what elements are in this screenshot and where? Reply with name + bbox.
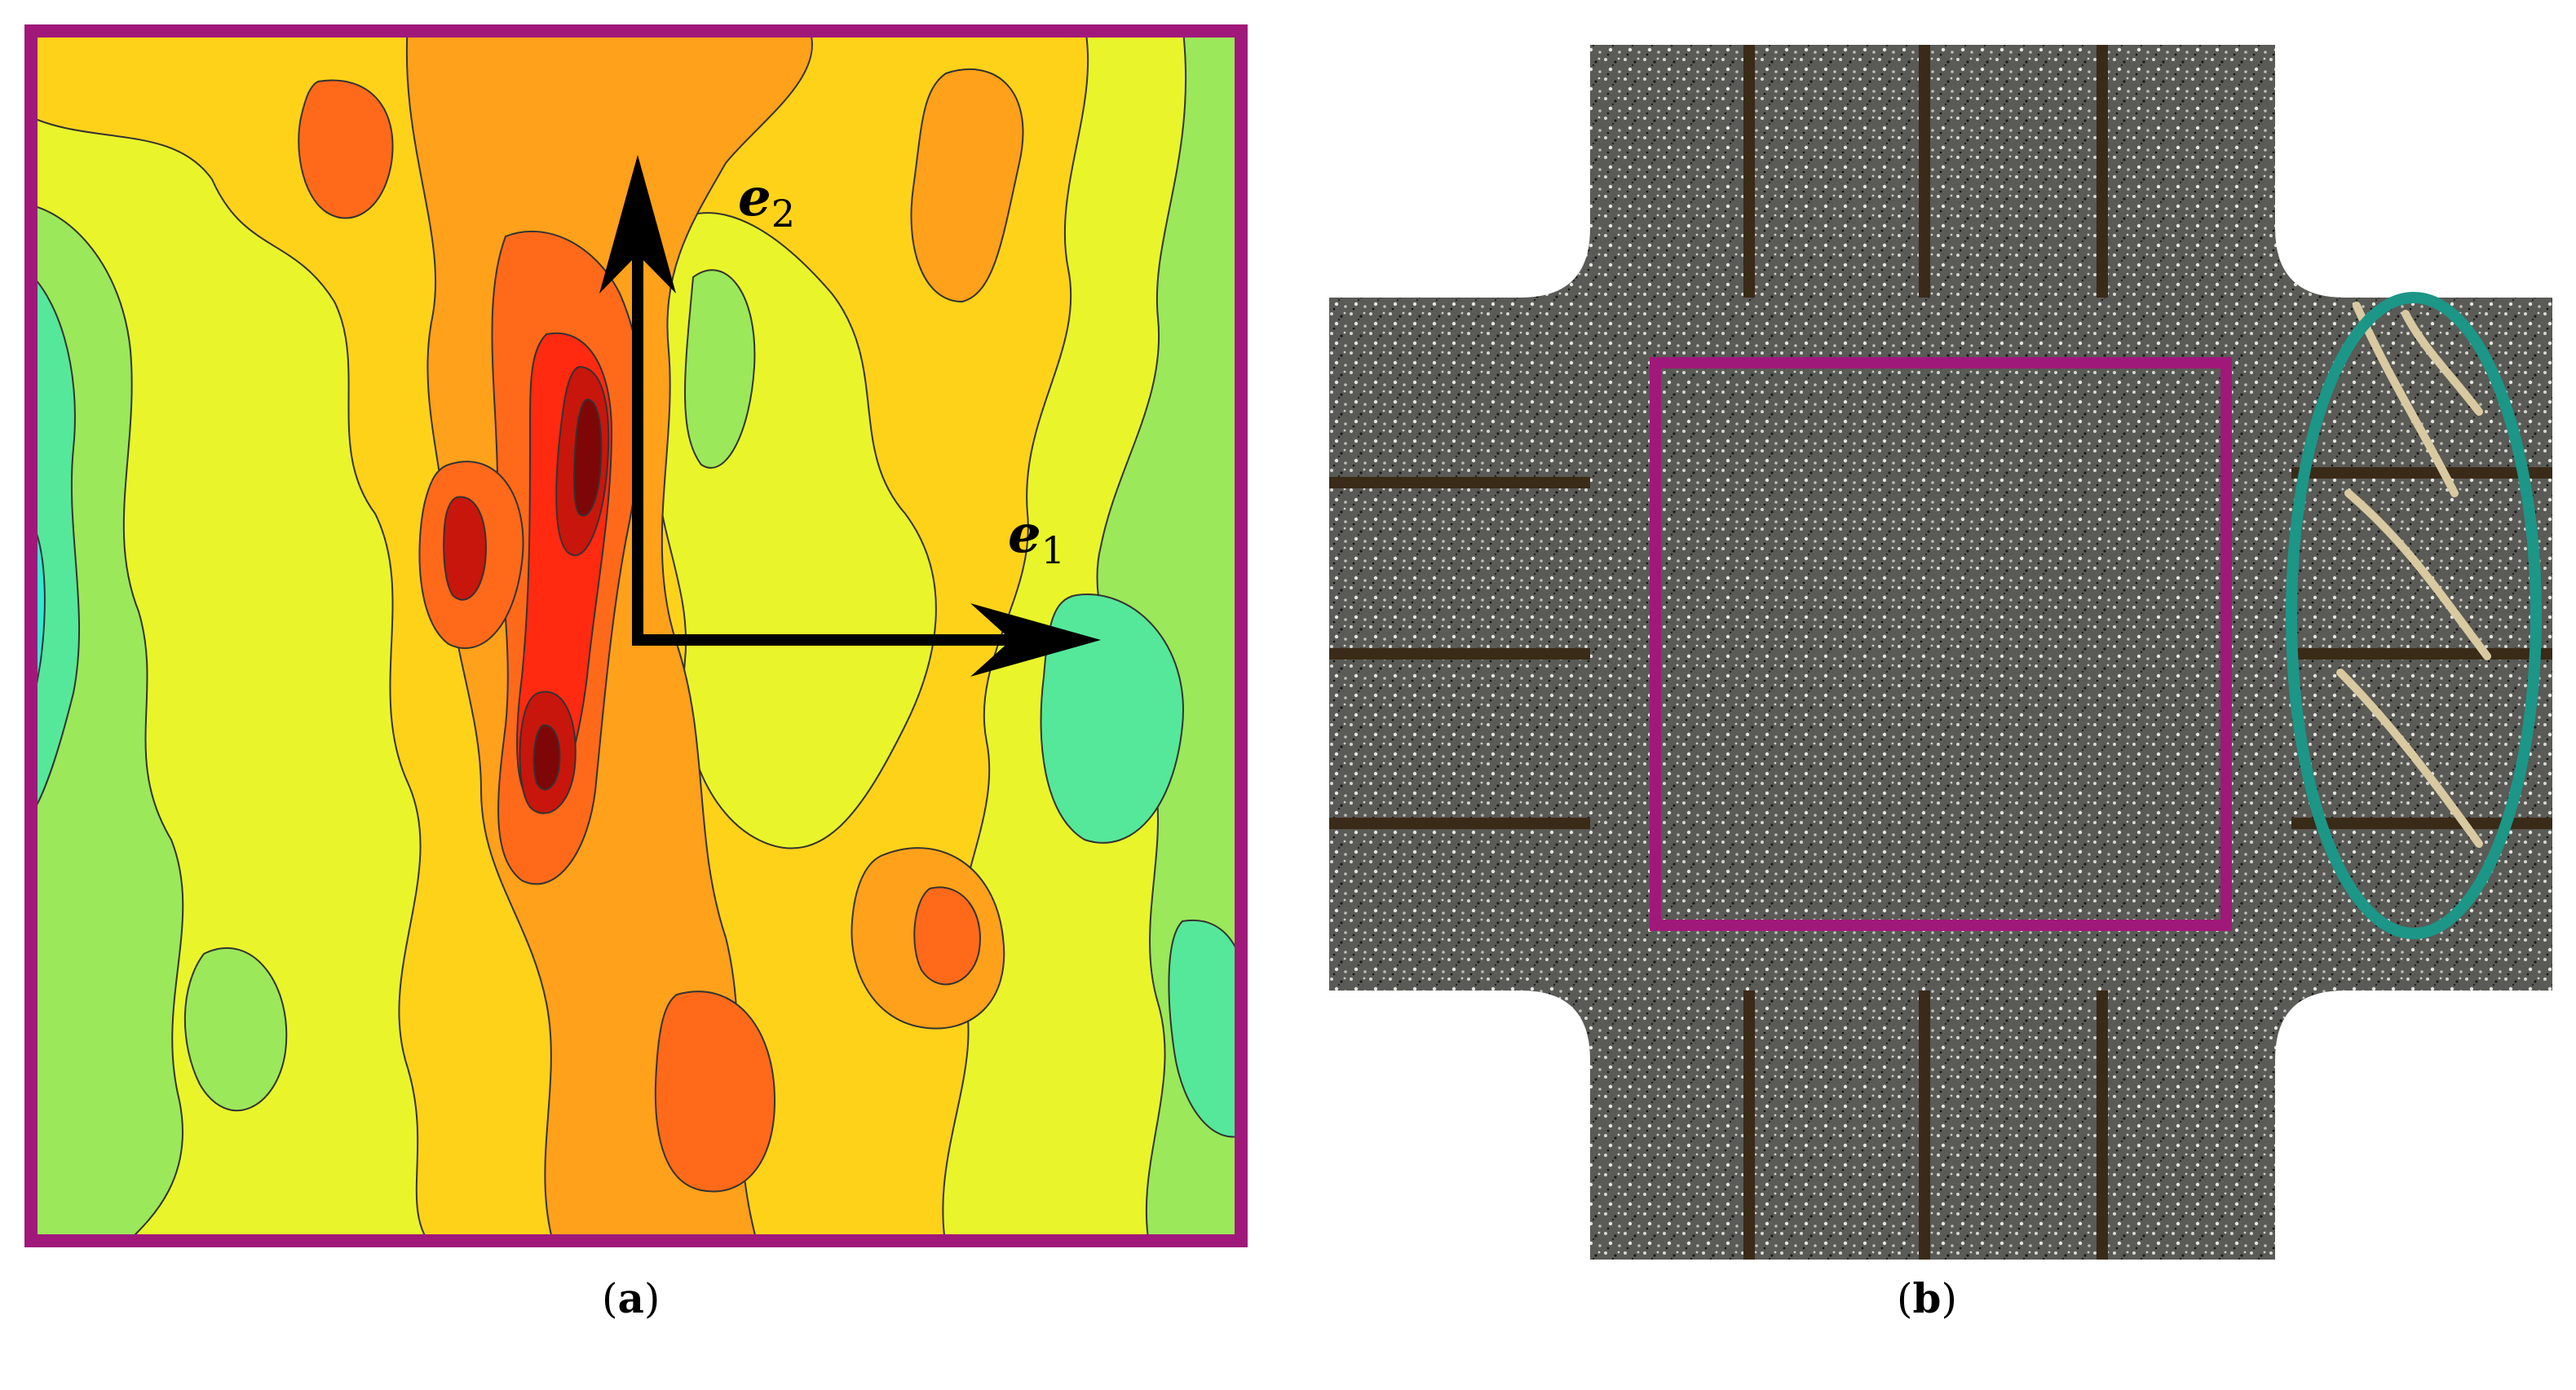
contour-maroon-core: [572, 398, 603, 517]
contour-green-center: [684, 269, 756, 469]
contour-red-bottom: [654, 991, 776, 1193]
contour-maroon-lower: [532, 724, 561, 791]
slits: [1329, 45, 2552, 1260]
axis-e2-arrowhead: [599, 155, 676, 293]
caption-b: (b): [1897, 1274, 1957, 1322]
crack-3: [2336, 669, 2483, 848]
damage-cracks: [2336, 302, 2491, 848]
coordinate-axes: [599, 155, 1101, 677]
axis-e1-arrowhead: [970, 603, 1101, 677]
crack-2: [2344, 489, 2491, 660]
contour-green-left: [38, 206, 184, 1234]
panel-a-contour-plot: [24, 24, 1248, 1247]
damage-marker-ellipse: [2286, 292, 2542, 939]
axis-label-e2: e2: [738, 167, 795, 236]
panel-b-specimen-photo: [1329, 45, 2552, 1260]
contour-cyan-right: [1040, 594, 1184, 844]
contour-green-lower: [183, 947, 288, 1111]
cruciform-specimen: [1329, 45, 2552, 1260]
contour-cyan-edge: [38, 534, 46, 685]
contour-red-top-left: [298, 79, 394, 219]
panel-a-frame: [24, 24, 1248, 1247]
caption-a: (a): [602, 1274, 661, 1322]
contour-cyan-bottom-right: [1168, 919, 1235, 1138]
contour-cyan-left: [38, 280, 81, 805]
crack-1: [2353, 302, 2459, 497]
contour-maroon-left: [443, 496, 487, 601]
crack-4: [2401, 310, 2483, 416]
contour-orange-top-right: [910, 68, 1024, 303]
region-of-interest-square: [1650, 357, 2232, 931]
contour-red-lower-right-dot: [913, 886, 981, 986]
axis-label-e1: e1: [1008, 504, 1065, 572]
